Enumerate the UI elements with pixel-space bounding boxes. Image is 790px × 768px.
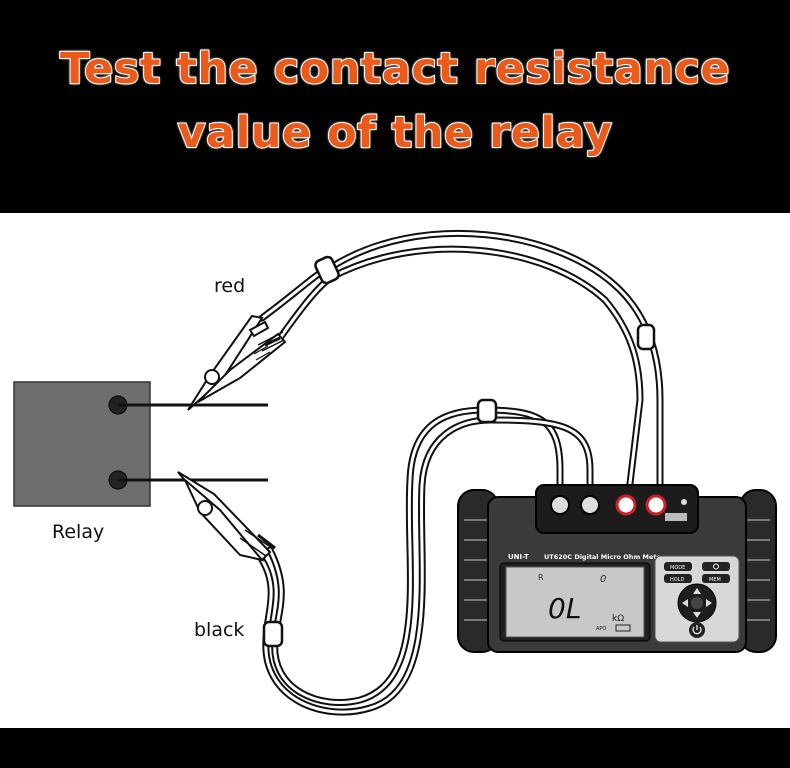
lcd-unit: kΩ: [612, 614, 624, 624]
meter-model: UT620C Digital Micro Ohm Meter: [544, 553, 665, 561]
label-black: black: [194, 619, 244, 641]
meter-port: [665, 513, 687, 521]
arrow-up-icon: [693, 588, 701, 594]
mode-button[interactable]: [664, 562, 692, 571]
arrow-down-icon: [693, 612, 701, 618]
arrow-left-icon: [682, 599, 688, 607]
navigation-center: [691, 597, 703, 609]
title-line-2: value of the relay: [177, 107, 613, 159]
light-icon: [713, 563, 719, 570]
label-red: red: [214, 275, 245, 297]
lcd-range-digit: 0: [600, 574, 606, 585]
arrow-right-icon: [706, 599, 712, 607]
hold-button-label: HOLD: [670, 577, 684, 583]
cable-clip-red-2: [636, 323, 656, 351]
lcd-apo: APO: [596, 626, 606, 632]
hold-button[interactable]: [664, 574, 692, 583]
mem-button-label: MEM: [709, 577, 721, 583]
light-button[interactable]: [702, 562, 730, 571]
cable-clips: [262, 255, 656, 648]
title-line-1: Test the contact resistance: [59, 43, 731, 95]
lcd-range-label: R: [538, 573, 544, 582]
jack-c2: [580, 495, 600, 515]
mem-button[interactable]: [702, 574, 730, 583]
diagram-canvas: red black Relay UNI-T UT620C Digital Mic…: [0, 213, 790, 728]
battery-icon: [615, 624, 631, 632]
micro-ohm-meter: UNI-T UT620C Digital Micro Ohm Meter R 0…: [457, 484, 777, 653]
jack-p2: [645, 494, 667, 516]
meter-indicator: [681, 499, 687, 505]
meter-brand: UNI-T: [508, 553, 529, 561]
cable-clip-red: [314, 255, 340, 285]
label-relay: Relay: [52, 521, 104, 543]
jack-c1: [550, 495, 570, 515]
jack-p1: [615, 494, 637, 516]
footer-bar: [0, 728, 790, 768]
header-banner: Test the contact resistance value of the…: [0, 0, 790, 213]
relay-body: [13, 381, 151, 507]
cable-clip-black: [476, 398, 498, 424]
cable-clip-black-2: [262, 620, 284, 648]
wiring-diagram: red black Relay UNI-T UT620C Digital Mic…: [13, 229, 777, 716]
black-kelvin-clip: [177, 471, 276, 562]
power-icon: [692, 625, 702, 635]
mode-button-label: MODE: [670, 565, 685, 571]
red-kelvin-clip: [187, 314, 287, 411]
lcd-reading: 0L: [548, 592, 581, 625]
relay: [13, 381, 268, 507]
